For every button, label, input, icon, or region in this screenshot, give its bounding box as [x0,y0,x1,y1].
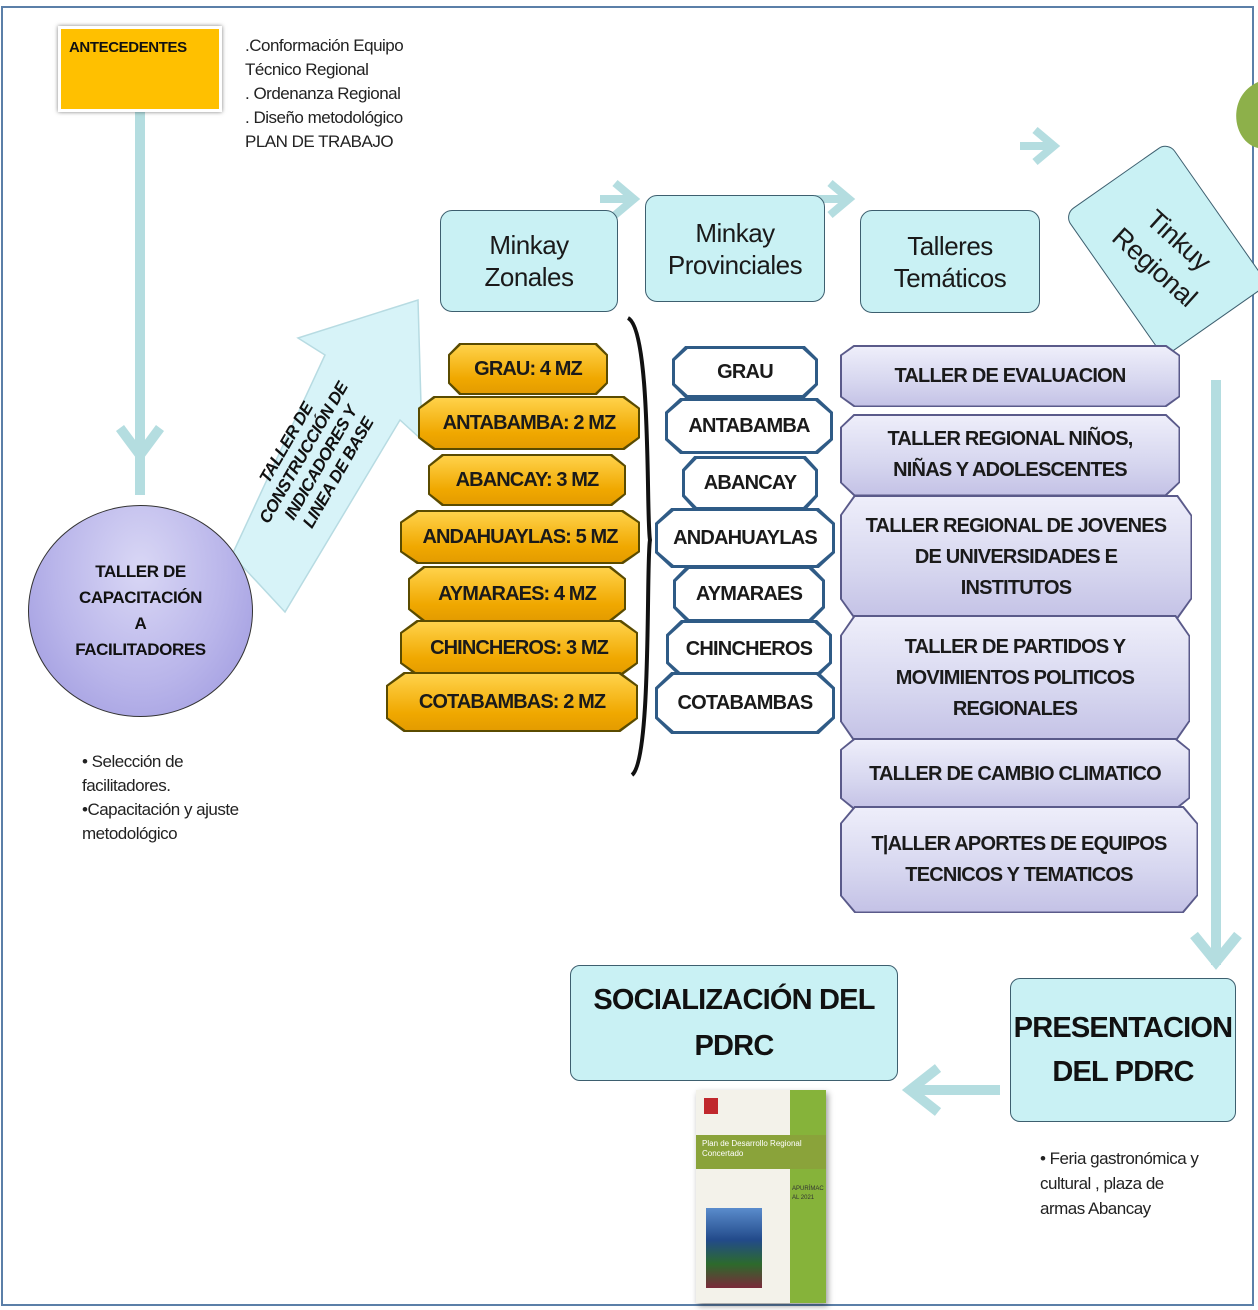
provincial-item-andahuaylas: ANDAHUAYLAS [655,508,835,568]
stage-label: Minkay [489,230,569,260]
taller-label: TALLER DE EVALUACION [894,364,1126,387]
taller-label: TECNICOS Y TEMATICOS [905,863,1133,886]
provincial-item-antabamba: ANTABAMBA [665,398,833,454]
zonal-item-abancay: ABANCAY: 3 MZ [428,454,626,506]
note-line: armas Abancay [1040,1199,1151,1218]
antecedentes-notes: .Conformación Equipo Técnico Regional . … [245,34,445,154]
bracket-line [626,316,653,777]
taller-label: TALLER REGIONAL DE JOVENES [865,514,1168,537]
note-line: Técnico Regional [245,60,369,79]
arrow-antecedentes-head [115,425,165,464]
note-line: cultural , plaza de [1040,1174,1164,1193]
document-title: Plan de Desarrollo Regional Concertado [696,1135,826,1169]
corner-shape [1236,82,1258,148]
stage-label: Temáticos [893,262,1007,293]
zonal-item-cotabambas: COTABAMBAS: 2 MZ [386,672,638,732]
note-line: • Feria gastronómica y [1040,1149,1199,1168]
taller-item-cambio-climatico: TALLER DE CAMBIO CLIMATICO [840,738,1190,810]
document-green-band [790,1090,826,1303]
taller-label: TALLER DE PARTIDOS Y [904,636,1126,658]
provincial-label: ANTABAMBA [668,401,830,451]
socializacion-label: PDRC [694,1030,775,1062]
provincial-item-aymaraes: AYMARAES [673,566,825,622]
zonal-item-chincheros: CHINCHEROS: 3 MZ [400,620,638,676]
provincial-label: COTABAMBAS [658,675,832,731]
provincial-label: ANDAHUAYLAS [658,511,832,565]
note-line: • Selección de [82,752,184,771]
taller-label: T|ALLER APORTES DE EQUIPOS [871,832,1167,855]
zonal-label: AYMARAES: 4 MZ [410,568,624,620]
taller-item-partidos: TALLER DE PARTIDOS Y MOVIMIENTOS POLITICO… [840,615,1190,742]
taller-label: INSTITUTOS [960,576,1072,599]
taller-label: REGIONALES [952,698,1078,720]
arrow-down-head [1190,931,1242,970]
provincial-label: CHINCHEROS [669,623,829,675]
provincial-item-chincheros: CHINCHEROS [666,620,832,678]
socializacion-box: SOCIALIZACIÓN DEL PDRC [570,965,898,1081]
zonal-item-andahuaylas: ANDAHUAYLAS: 5 MZ [400,510,640,564]
document-photo [706,1208,762,1288]
document-side-text: APURÍMAC AL 2021 [792,1185,824,1203]
circle-label-line: A [134,614,147,633]
taller-item-aportes: T|ALLER APORTES DE EQUIPOS TECNICOS Y TEM… [840,806,1198,913]
note-line: metodológico [82,824,178,843]
note-line: . Diseño metodológico [245,108,403,127]
diagram-frame [1,6,1254,1306]
zonal-label: ANDAHUAYLAS: 5 MZ [402,512,638,562]
presentacion-label: DEL PDRC [1052,1056,1194,1088]
note-line: facilitadores. [82,776,171,795]
stage-label: Talleres [907,230,993,261]
antecedentes-box: ANTECEDENTES [58,26,222,112]
note-line: .Conformación Equipo [245,36,404,55]
zonal-item-aymaraes: AYMARAES: 4 MZ [408,566,626,622]
provincial-item-cotabambas: COTABAMBAS [655,672,835,734]
taller-item-evaluacion: TALLER DE EVALUACION [840,345,1180,407]
construccion-arrow [231,298,423,614]
note-line: . Ordenanza Regional [245,84,401,103]
zonal-item-grau: GRAU: 4 MZ [448,343,608,395]
taller-item-ninos: TALLER REGIONAL NIÑOS, NIÑAS Y ADOLESCENT… [840,414,1180,496]
zonal-label: ANTABAMBA: 2 MZ [420,398,638,448]
presentacion-label: PRESENTACION [1013,1012,1233,1044]
provincial-item-abancay: ABANCAY [682,456,818,510]
taller-label: TALLER REGIONAL NIÑOS, [887,428,1134,450]
zonal-label: ABANCAY: 3 MZ [430,456,624,504]
circle-label-line: FACILITADORES [75,640,206,659]
stage-label: Provinciales [667,249,803,280]
taller-label: DE UNIVERSIDADES E [914,545,1118,568]
document-side-line: AL 2021 [792,1195,815,1201]
taller-label: MOVIMIENTOS POLITICOS [895,667,1135,689]
note-line: •Capacitación y ajuste [82,800,239,819]
presentacion-notes: • Feria gastronómica y cultural , plaza … [1040,1146,1240,1221]
capacitacion-circle: TALLER DE CAPACITACIÓN A FACILITADORES [28,505,253,717]
taller-label: NIÑAS Y ADOLESCENTES [893,459,1127,481]
presentacion-box: PRESENTACION DEL PDRC [1010,978,1236,1122]
zonal-label: CHINCHEROS: 3 MZ [402,622,636,674]
arrow-left-head [901,1064,942,1116]
note-line: PLAN DE TRABAJO [245,132,394,151]
stage-label: Zonales [484,262,575,292]
provincial-item-grau: GRAU [672,346,818,398]
capacitacion-notes: • Selección de facilitadores. •Capacitac… [82,750,282,846]
socializacion-label: SOCIALIZACIÓN DEL [593,984,875,1016]
circle-label-line: TALLER DE [95,562,186,581]
peru-shield-icon [704,1098,718,1114]
taller-item-jovenes: TALLER REGIONAL DE JOVENES DE UNIVERSIDAD… [840,495,1192,619]
provincial-label: ABANCAY [685,459,815,507]
document-side-line: APURÍMAC [792,1186,824,1192]
provincial-label: AYMARAES [676,569,822,619]
zonal-label: COTABAMBAS: 2 MZ [388,674,636,730]
taller-label: TALLER DE CAMBIO CLIMATICO [869,762,1162,785]
provincial-label: GRAU [675,349,815,395]
pdrc-document-cover: Plan de Desarrollo Regional Concertado A… [696,1090,826,1303]
stage-label: Minkay [695,217,775,248]
zonal-label: GRAU: 4 MZ [450,345,606,393]
circle-label-line: CAPACITACIÓN [78,588,202,607]
zonal-item-antabamba: ANTABAMBA: 2 MZ [418,396,640,450]
